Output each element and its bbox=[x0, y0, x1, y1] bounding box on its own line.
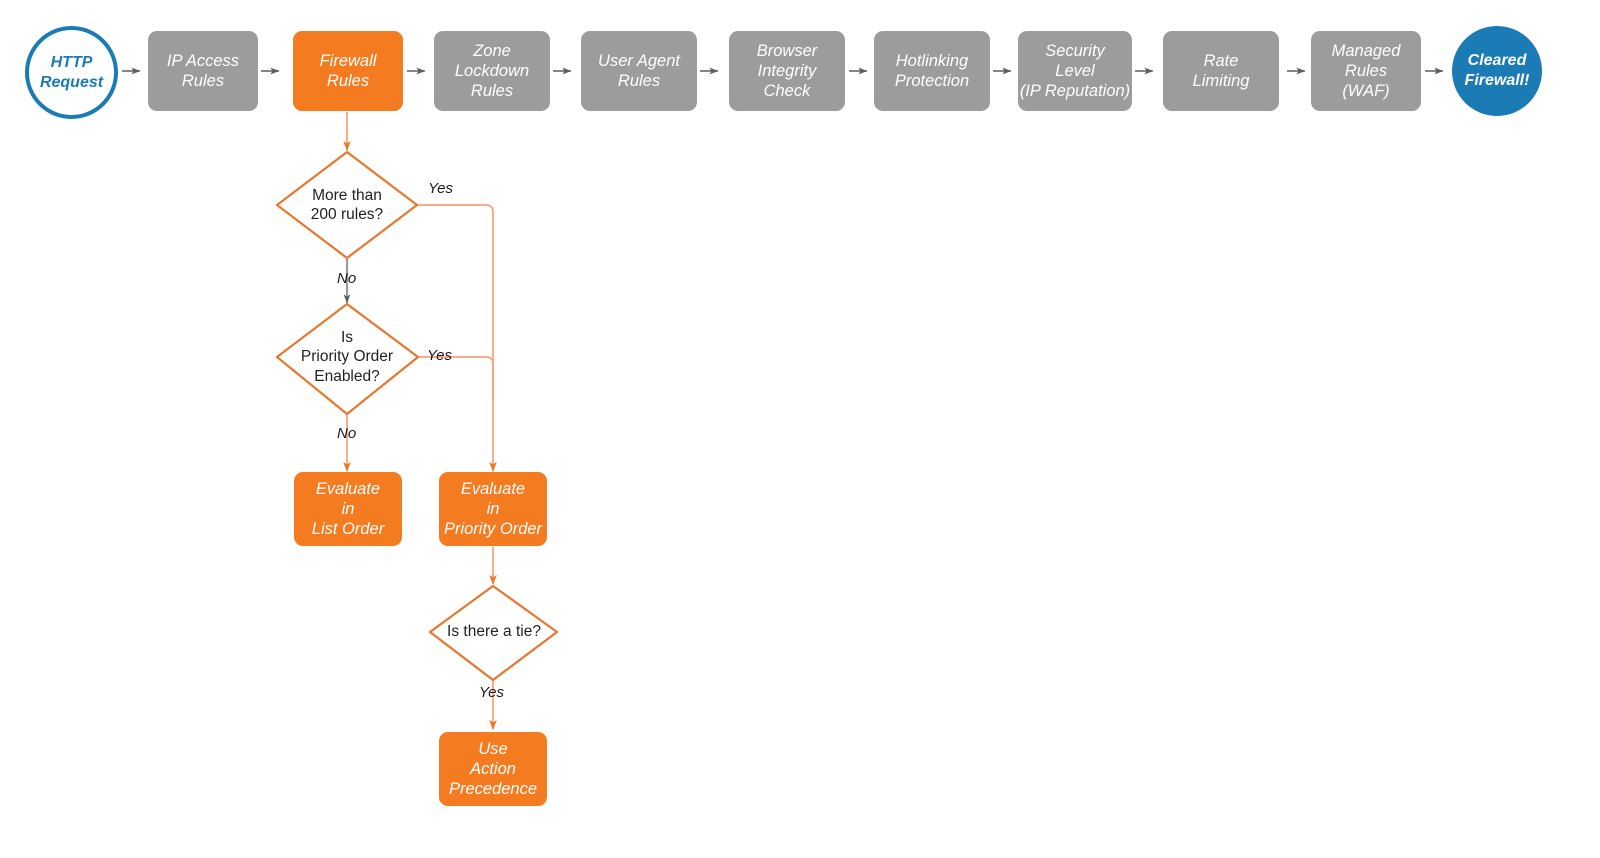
label-is-there-a-tie: Is there a tie? bbox=[447, 623, 541, 641]
node-firewall-rules[interactable]: Firewall Rules bbox=[293, 31, 403, 111]
edge-more-than-200-yes bbox=[418, 204, 497, 472]
node-managed-rules-waf[interactable]: Managed Rules (WAF) bbox=[1311, 31, 1421, 111]
node-zone-lockdown-rules[interactable]: Zone Lockdown Rules bbox=[434, 31, 550, 111]
node-browser-integrity-check[interactable]: Browser Integrity Check bbox=[729, 31, 845, 111]
edge-label-more-than-200-yes: Yes bbox=[428, 180, 454, 197]
edge-label-priority-order-yes: Yes bbox=[427, 347, 453, 364]
node-security-level[interactable]: Security Level (IP Reputation) bbox=[1018, 31, 1132, 111]
node-cleared-firewall[interactable]: Cleared Firewall! bbox=[1452, 26, 1542, 116]
edge-label-priority-order-no: No bbox=[337, 425, 357, 442]
node-ip-access-rules[interactable]: IP Access Rules bbox=[148, 31, 258, 111]
node-hotlinking-protection[interactable]: Hotlinking Protection bbox=[874, 31, 990, 111]
edge-label-tie-yes: Yes bbox=[479, 684, 505, 701]
node-http-request[interactable]: HTTP Request bbox=[25, 26, 118, 119]
node-use-action-precedence[interactable]: Use Action Precedence bbox=[439, 732, 547, 806]
label-priority-order-enabled: Is Priority Order Enabled? bbox=[300, 328, 394, 385]
node-evaluate-in-list-order[interactable]: Evaluate in List Order bbox=[294, 472, 402, 546]
node-user-agent-rules[interactable]: User Agent Rules bbox=[581, 31, 697, 111]
node-evaluate-in-priority-order[interactable]: Evaluate in Priority Order bbox=[439, 472, 547, 546]
label-more-than-200-rules: More than 200 rules? bbox=[310, 186, 384, 223]
node-rate-limiting[interactable]: Rate Limiting bbox=[1163, 31, 1279, 111]
edge-label-more-than-200-no: No bbox=[337, 270, 357, 287]
